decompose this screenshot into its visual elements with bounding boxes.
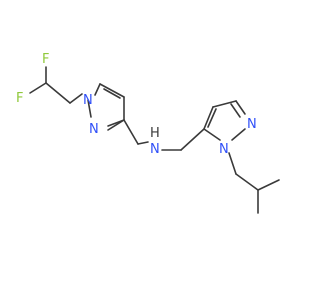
amine-nitrogen-label: N — [150, 142, 160, 157]
pyrazole-ring-1 — [87, 83, 125, 131]
structure-drawing: F F N N N H N N — [16, 52, 280, 214]
nitrogen-atom-label: N — [219, 142, 229, 157]
bond — [99, 83, 125, 98]
bond — [207, 108, 217, 128]
difluoroethyl-group — [29, 66, 83, 104]
bond — [137, 141, 149, 145]
bond — [45, 82, 71, 104]
bond — [235, 100, 246, 115]
nitrogen-atom-label: N — [83, 93, 93, 108]
bond — [203, 106, 214, 130]
bond — [87, 99, 92, 118]
molecule-canvas: F F N N N H N N — [16, 52, 280, 214]
bond — [107, 119, 125, 127]
bond — [230, 103, 241, 118]
bond — [180, 128, 205, 151]
bond — [231, 128, 246, 141]
amine-hydrogen-label: H — [150, 126, 160, 141]
bond — [103, 88, 121, 99]
bond — [228, 152, 237, 175]
amine-linker — [123, 119, 205, 151]
isobutyl-group — [228, 152, 280, 214]
bond — [212, 100, 237, 108]
bond — [257, 179, 280, 191]
fluorine-atom-label: F — [16, 91, 23, 106]
bond — [235, 173, 259, 191]
bond — [203, 128, 221, 141]
bond — [29, 82, 47, 94]
bond — [69, 93, 83, 104]
pyrazole-ring-2 — [203, 100, 246, 141]
bond — [94, 83, 101, 96]
fluorine-atom-label: F — [42, 52, 49, 67]
nitrogen-atom-label: N — [89, 122, 99, 137]
bond — [123, 119, 139, 145]
nitrogen-atom-label: N — [247, 117, 257, 132]
